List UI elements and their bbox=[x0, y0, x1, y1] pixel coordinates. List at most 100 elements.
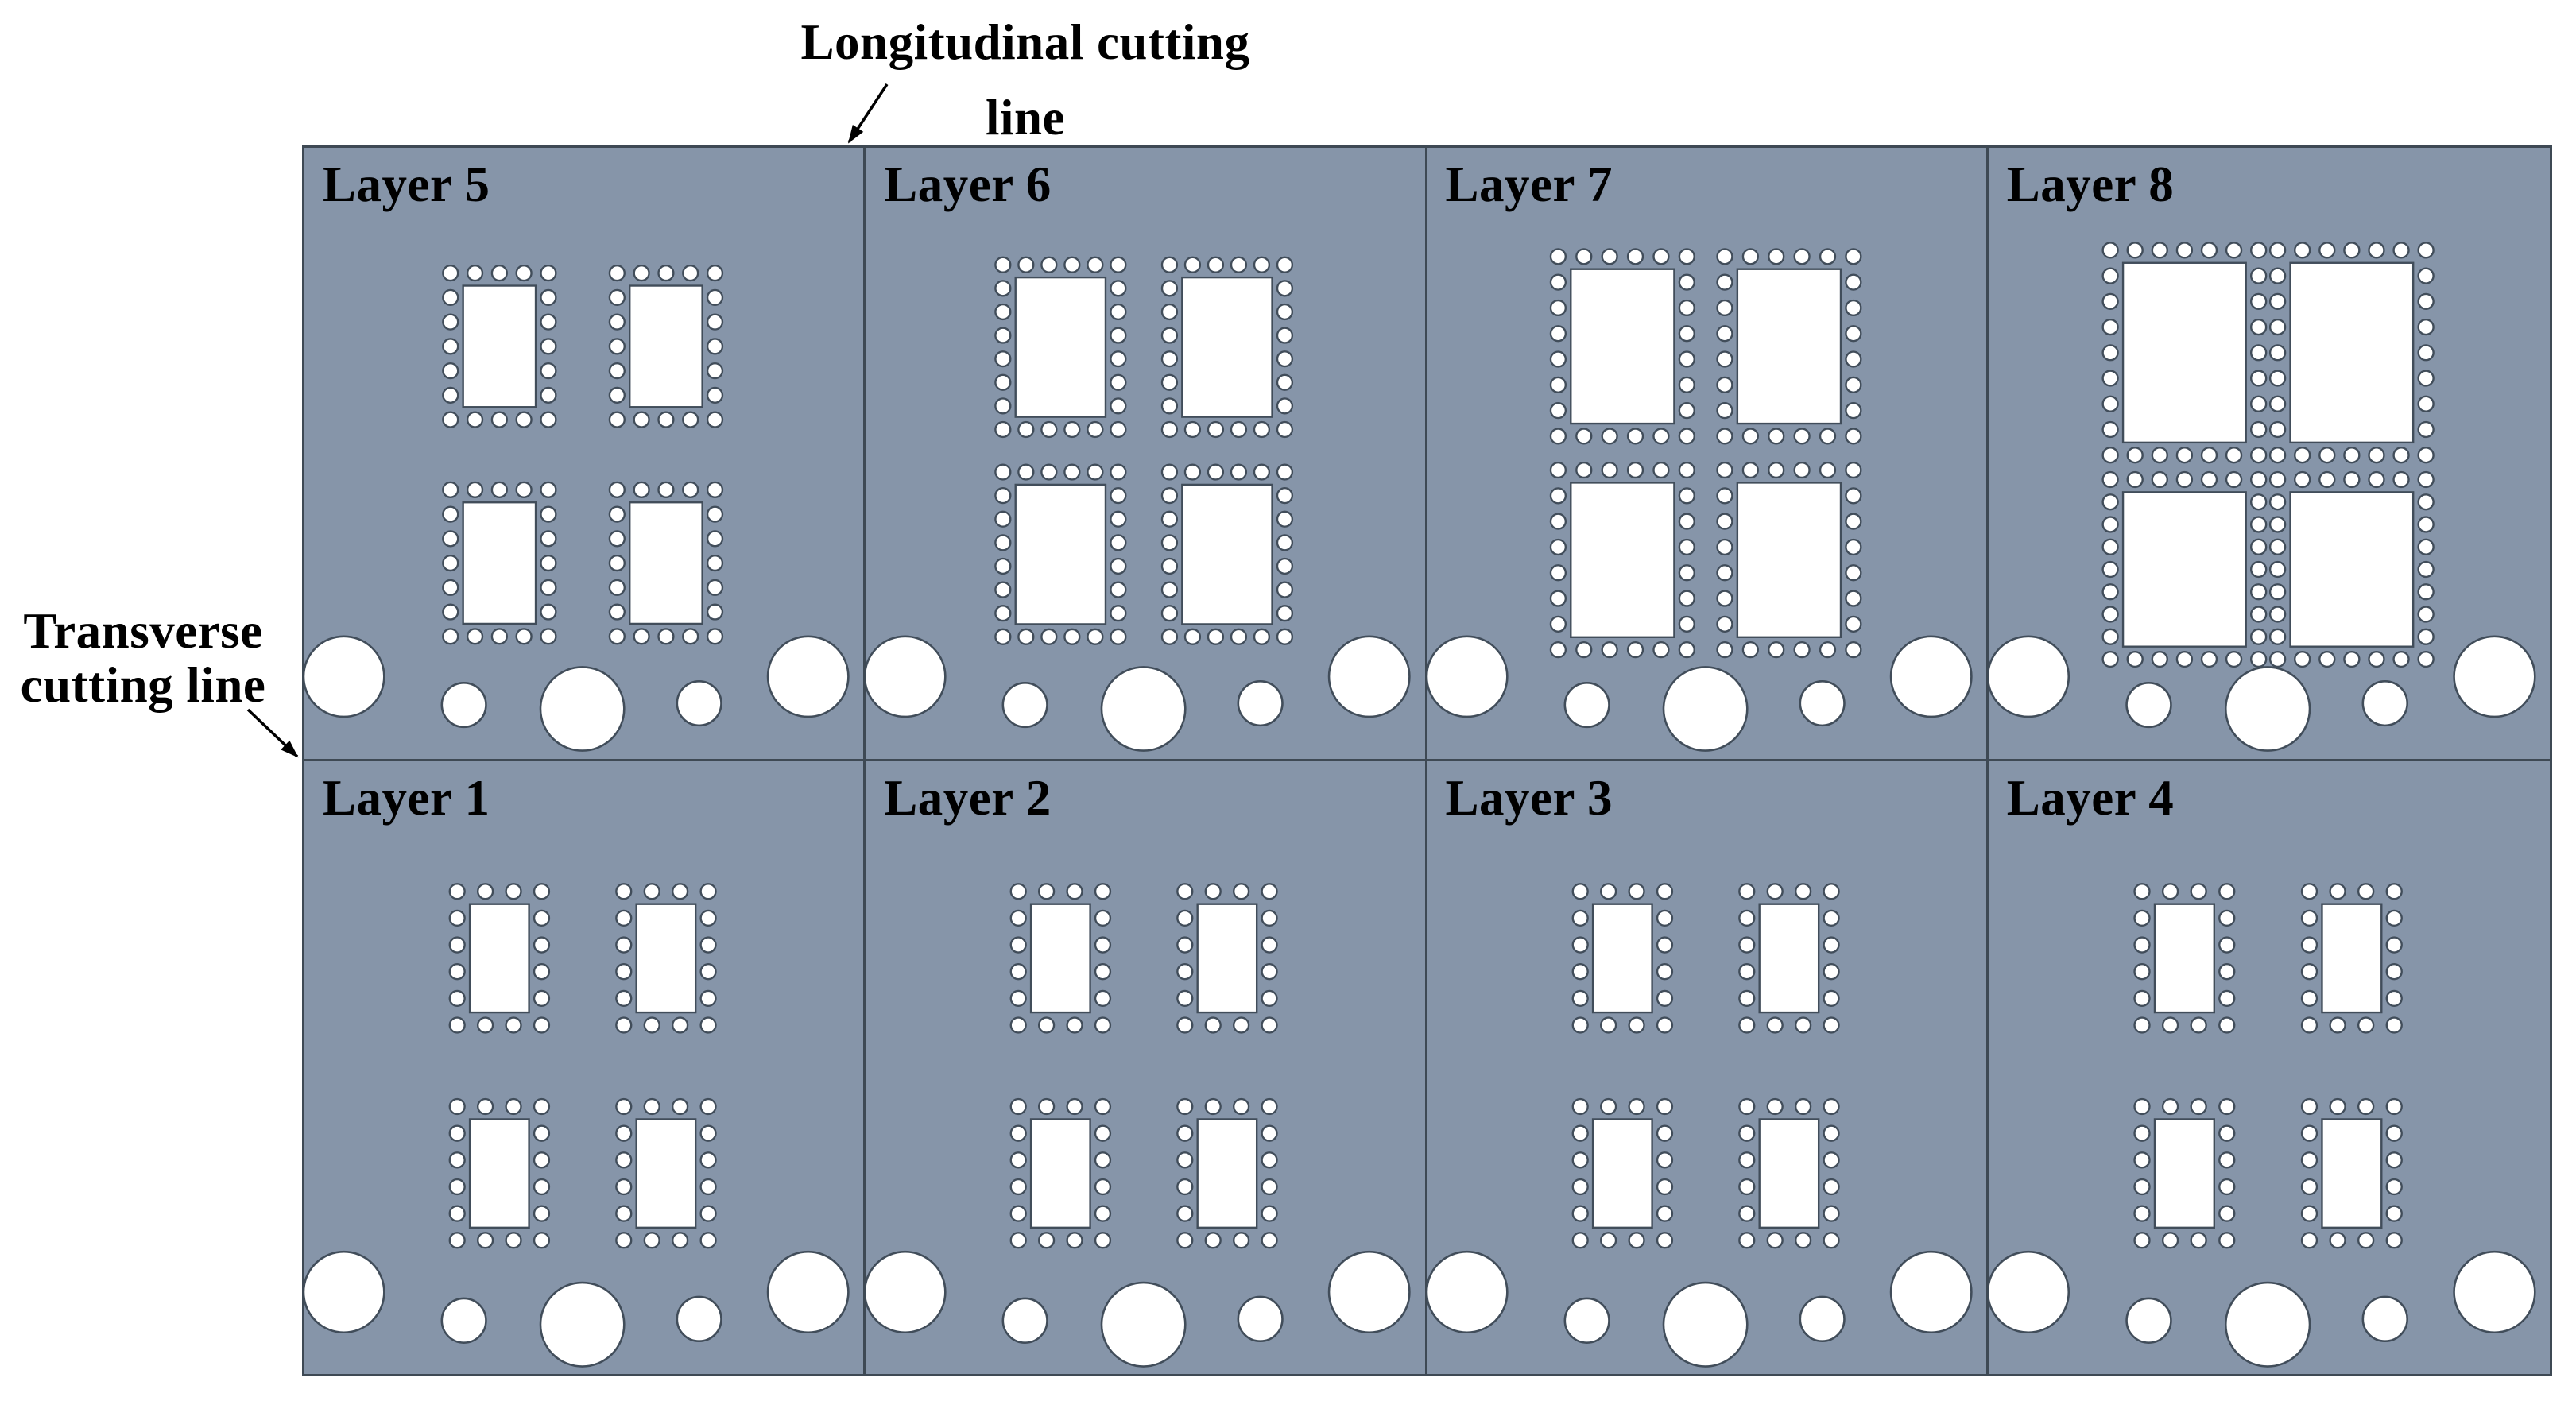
perforation-hole bbox=[682, 628, 699, 645]
perforation-hole bbox=[2249, 292, 2268, 310]
perforation-hole bbox=[1161, 303, 1179, 321]
perforation-hole bbox=[1276, 280, 1294, 297]
perforation-hole bbox=[1549, 538, 1567, 556]
perforation-hole bbox=[2417, 395, 2435, 412]
perforation-hole bbox=[448, 1124, 466, 1142]
perforation-hole bbox=[1571, 1231, 1589, 1248]
cutouts-layer-5 bbox=[304, 265, 850, 752]
perforation-hole bbox=[2151, 447, 2168, 464]
perforation-hole bbox=[2101, 292, 2119, 310]
perforation-hole bbox=[1009, 1124, 1028, 1142]
perforation-hole bbox=[2268, 370, 2287, 387]
perforation-hole bbox=[1233, 1231, 1250, 1248]
perforation-hole bbox=[1110, 628, 1127, 645]
perforation-hole bbox=[1207, 256, 1225, 273]
perforation-hole bbox=[533, 989, 551, 1007]
perforation-hole bbox=[1767, 428, 1784, 445]
perforation-hole bbox=[1678, 402, 1695, 420]
cutout-rect bbox=[1181, 276, 1273, 418]
perforation-hole bbox=[490, 265, 508, 282]
perforation-hole bbox=[1741, 248, 1759, 265]
perforation-hole bbox=[615, 1016, 633, 1034]
perforation-hole bbox=[608, 288, 626, 307]
cutout-rect bbox=[1014, 483, 1107, 625]
perforation-hole bbox=[540, 362, 557, 380]
tooling-hole bbox=[2453, 1250, 2536, 1333]
perforation-hole bbox=[1276, 327, 1294, 344]
tooling-hole bbox=[539, 1281, 626, 1368]
perforation-hole bbox=[442, 362, 459, 380]
perforation-hole bbox=[1176, 1204, 1194, 1222]
perforation-hole bbox=[2133, 1124, 2151, 1142]
perforation-hole bbox=[1161, 510, 1179, 528]
tooling-hole bbox=[1563, 682, 1610, 729]
perforation-hole bbox=[1161, 581, 1179, 598]
perforation-hole bbox=[706, 288, 724, 307]
tooling-hole bbox=[440, 1297, 487, 1344]
perforation-hole bbox=[1822, 935, 1840, 954]
perforation-hole bbox=[1741, 428, 1759, 445]
cutout-rect bbox=[1196, 1117, 1258, 1229]
perforation-hole bbox=[442, 530, 459, 548]
perforation-hole bbox=[1261, 1124, 1278, 1142]
perforation-hole bbox=[1009, 935, 1028, 954]
perforation-hole bbox=[1087, 420, 1104, 439]
perforation-hole bbox=[1009, 989, 1028, 1007]
perforation-hole bbox=[2417, 420, 2435, 439]
perforation-hole bbox=[2385, 1016, 2403, 1034]
cutout-rect bbox=[2289, 261, 2415, 444]
perforation-hole bbox=[477, 1231, 494, 1248]
perforation-hole bbox=[1601, 248, 1618, 265]
perforation-hole bbox=[1715, 461, 1733, 479]
perforation-hole bbox=[2268, 560, 2287, 579]
perforation-hole bbox=[448, 1097, 466, 1115]
perforation-hole bbox=[490, 628, 508, 645]
transverse-arrow bbox=[246, 708, 299, 758]
tooling-hole bbox=[676, 1295, 722, 1342]
perforation-hole bbox=[1741, 641, 1759, 659]
perforation-hole bbox=[1678, 513, 1695, 530]
perforation-hole bbox=[2101, 516, 2119, 533]
perforation-hole bbox=[706, 579, 724, 596]
perforation-hole bbox=[2175, 242, 2193, 259]
perforation-hole bbox=[2101, 267, 2119, 284]
perforation-hole bbox=[2190, 1097, 2207, 1115]
perforation-hole bbox=[2300, 1231, 2318, 1248]
perforation-hole bbox=[2293, 650, 2311, 668]
perforation-hole bbox=[1110, 256, 1127, 273]
perforation-hole bbox=[2392, 242, 2410, 259]
cutout-rect bbox=[1591, 1117, 1653, 1229]
perforation-hole bbox=[1261, 1231, 1278, 1248]
perforation-hole bbox=[1571, 989, 1589, 1007]
tooling-hole bbox=[1001, 682, 1048, 729]
perforation-hole bbox=[1261, 1016, 1278, 1034]
perforation-hole bbox=[1549, 299, 1567, 317]
perforation-hole bbox=[994, 303, 1012, 321]
perforation-hole bbox=[1549, 564, 1567, 582]
perforation-hole bbox=[1627, 1097, 1645, 1115]
perforation-hole bbox=[540, 313, 557, 331]
perforation-hole bbox=[699, 962, 717, 980]
perforation-hole bbox=[608, 554, 626, 572]
layer-label: Layer 8 bbox=[2006, 157, 2175, 212]
perforation-hole bbox=[1276, 420, 1294, 439]
perforation-hole bbox=[1230, 628, 1248, 645]
perforation-hole bbox=[2268, 447, 2287, 464]
perforation-hole bbox=[1656, 1124, 1673, 1142]
perforation-hole bbox=[515, 265, 533, 282]
perforation-hole bbox=[657, 411, 675, 428]
perforation-hole bbox=[2190, 1231, 2207, 1248]
tooling-hole bbox=[1662, 1281, 1749, 1368]
perforation-hole bbox=[608, 481, 626, 498]
perforation-hole bbox=[2126, 242, 2144, 259]
perforation-hole bbox=[2318, 447, 2336, 464]
tooling-hole bbox=[676, 680, 722, 727]
perforation-hole bbox=[1009, 1231, 1028, 1248]
perforation-hole bbox=[1204, 882, 1222, 900]
perforation-hole bbox=[1766, 882, 1784, 900]
perforation-hole bbox=[1741, 461, 1759, 479]
perforation-hole bbox=[2218, 1231, 2236, 1248]
panel-layer-7: Layer 7 bbox=[1427, 148, 1989, 761]
perforation-hole bbox=[533, 1016, 551, 1034]
perforation-hole bbox=[477, 882, 494, 900]
